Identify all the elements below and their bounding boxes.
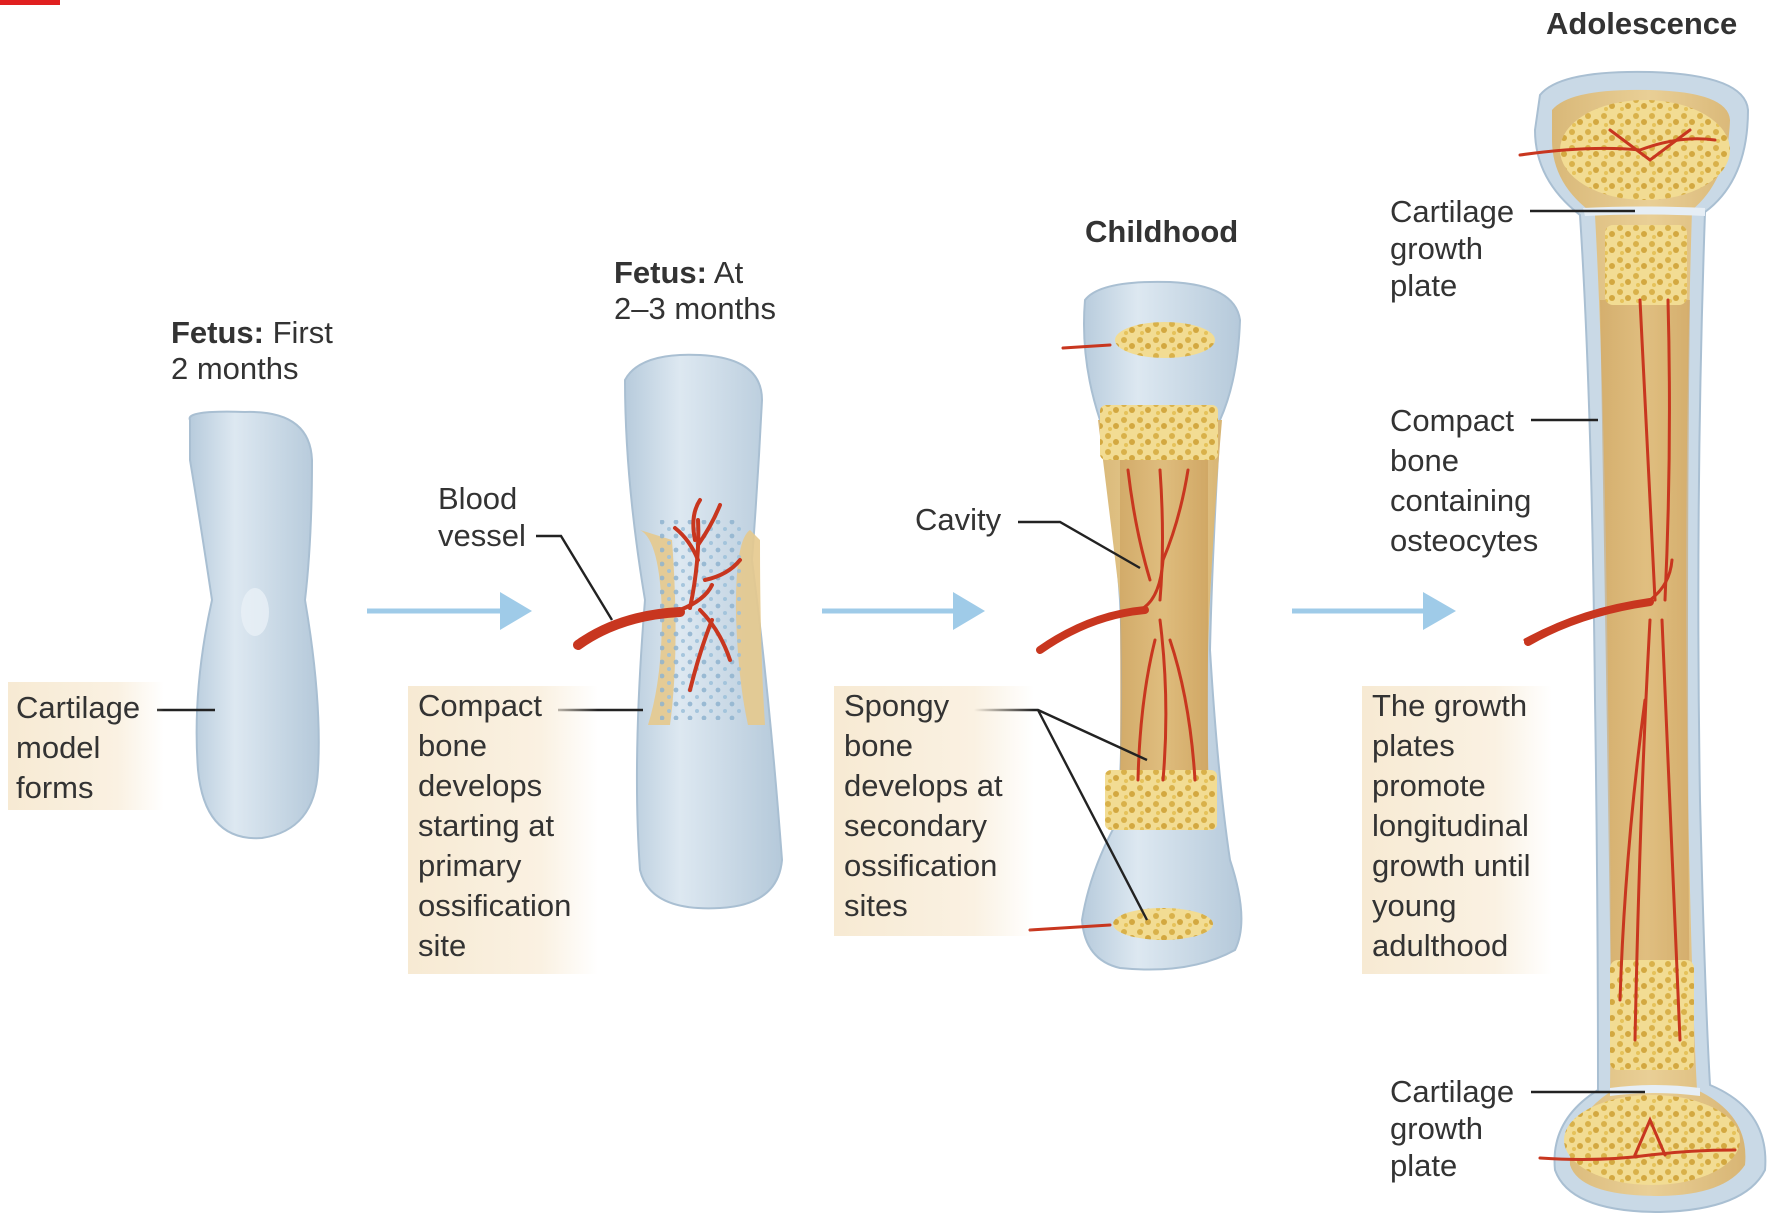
stage-title-bold: Fetus: — [171, 315, 264, 350]
stage-title-fetus-late: Fetus: At 2–3 months — [614, 255, 776, 327]
callout-line: secondary — [844, 806, 1024, 846]
label-line: plate — [1390, 267, 1514, 304]
label-line: containing — [1390, 481, 1538, 521]
stage-title-adolescence: Adolescence — [1546, 6, 1737, 42]
label-line: growth — [1390, 1110, 1514, 1147]
callout-line: growth until — [1372, 846, 1542, 886]
arrow-2 — [822, 592, 985, 630]
callout-line: longitudinal — [1372, 806, 1542, 846]
label-line: Compact — [1390, 401, 1538, 441]
arrow-3 — [1292, 592, 1456, 630]
callout-line: ossification — [844, 846, 1024, 886]
callout-line: The growth — [1372, 686, 1542, 726]
callout-line: promote — [1372, 766, 1542, 806]
callout-line: Compact — [418, 686, 588, 726]
callout-line: bone — [418, 726, 588, 766]
cartilage-model-bone — [190, 412, 319, 839]
label-line: vessel — [438, 517, 526, 554]
callout-spongy-bone: Spongy bone develops at secondary ossifi… — [834, 686, 1034, 936]
label-line: growth — [1390, 230, 1514, 267]
label-cavity: Cavity — [915, 502, 1001, 538]
label-line: Cartilage — [1390, 193, 1514, 230]
callout-line: site — [418, 926, 588, 966]
callout-line: model — [16, 728, 156, 768]
label-compact-bone-osteocytes: Compact bone containing osteocytes — [1390, 401, 1538, 561]
callout-line: primary — [418, 846, 588, 886]
callout-line: bone — [844, 726, 1024, 766]
corner-marker — [0, 0, 60, 5]
label-line: bone — [1390, 441, 1538, 481]
callout-cartilage-model: Cartilage model forms — [8, 682, 164, 810]
callout-line: develops at — [844, 766, 1024, 806]
callout-line: plates — [1372, 726, 1542, 766]
label-line: plate — [1390, 1147, 1514, 1184]
childhood-bone — [1030, 282, 1241, 970]
arrow-1 — [367, 592, 532, 630]
label-cartilage-growth-plate-top: Cartilage growth plate — [1390, 193, 1514, 304]
callout-line: starting at — [418, 806, 588, 846]
callout-growth-plates-promote: The growth plates promote longitudinal g… — [1362, 686, 1552, 974]
callout-line: Cartilage — [16, 688, 156, 728]
adolescence-bone — [1520, 72, 1765, 1212]
label-blood-vessel: Blood vessel — [438, 480, 526, 554]
stage-title-line2: 2–3 months — [614, 291, 776, 326]
callout-line: develops — [418, 766, 588, 806]
stage-title-line2: 2 months — [171, 351, 299, 386]
callout-line: Spongy — [844, 686, 1024, 726]
callout-line: adulthood — [1372, 926, 1542, 966]
label-line: Cartilage — [1390, 1073, 1514, 1110]
callout-line: forms — [16, 768, 156, 808]
primary-ossification-bone — [578, 355, 782, 909]
stage-title-fetus-early: Fetus: First 2 months — [171, 315, 333, 387]
callout-compact-bone-develops: Compact bone develops starting at primar… — [408, 686, 598, 974]
label-line: Blood — [438, 480, 526, 517]
stage-title-rest: At — [707, 255, 743, 290]
stage-title-rest: First — [264, 315, 333, 350]
label-cartilage-growth-plate-bottom: Cartilage growth plate — [1390, 1073, 1514, 1184]
label-line: osteocytes — [1390, 521, 1538, 561]
stage-title-childhood: Childhood — [1085, 214, 1238, 250]
stage-title-bold: Fetus: — [614, 255, 707, 290]
callout-line: young — [1372, 886, 1542, 926]
callout-line: ossification — [418, 886, 588, 926]
callout-line: sites — [844, 886, 1024, 926]
